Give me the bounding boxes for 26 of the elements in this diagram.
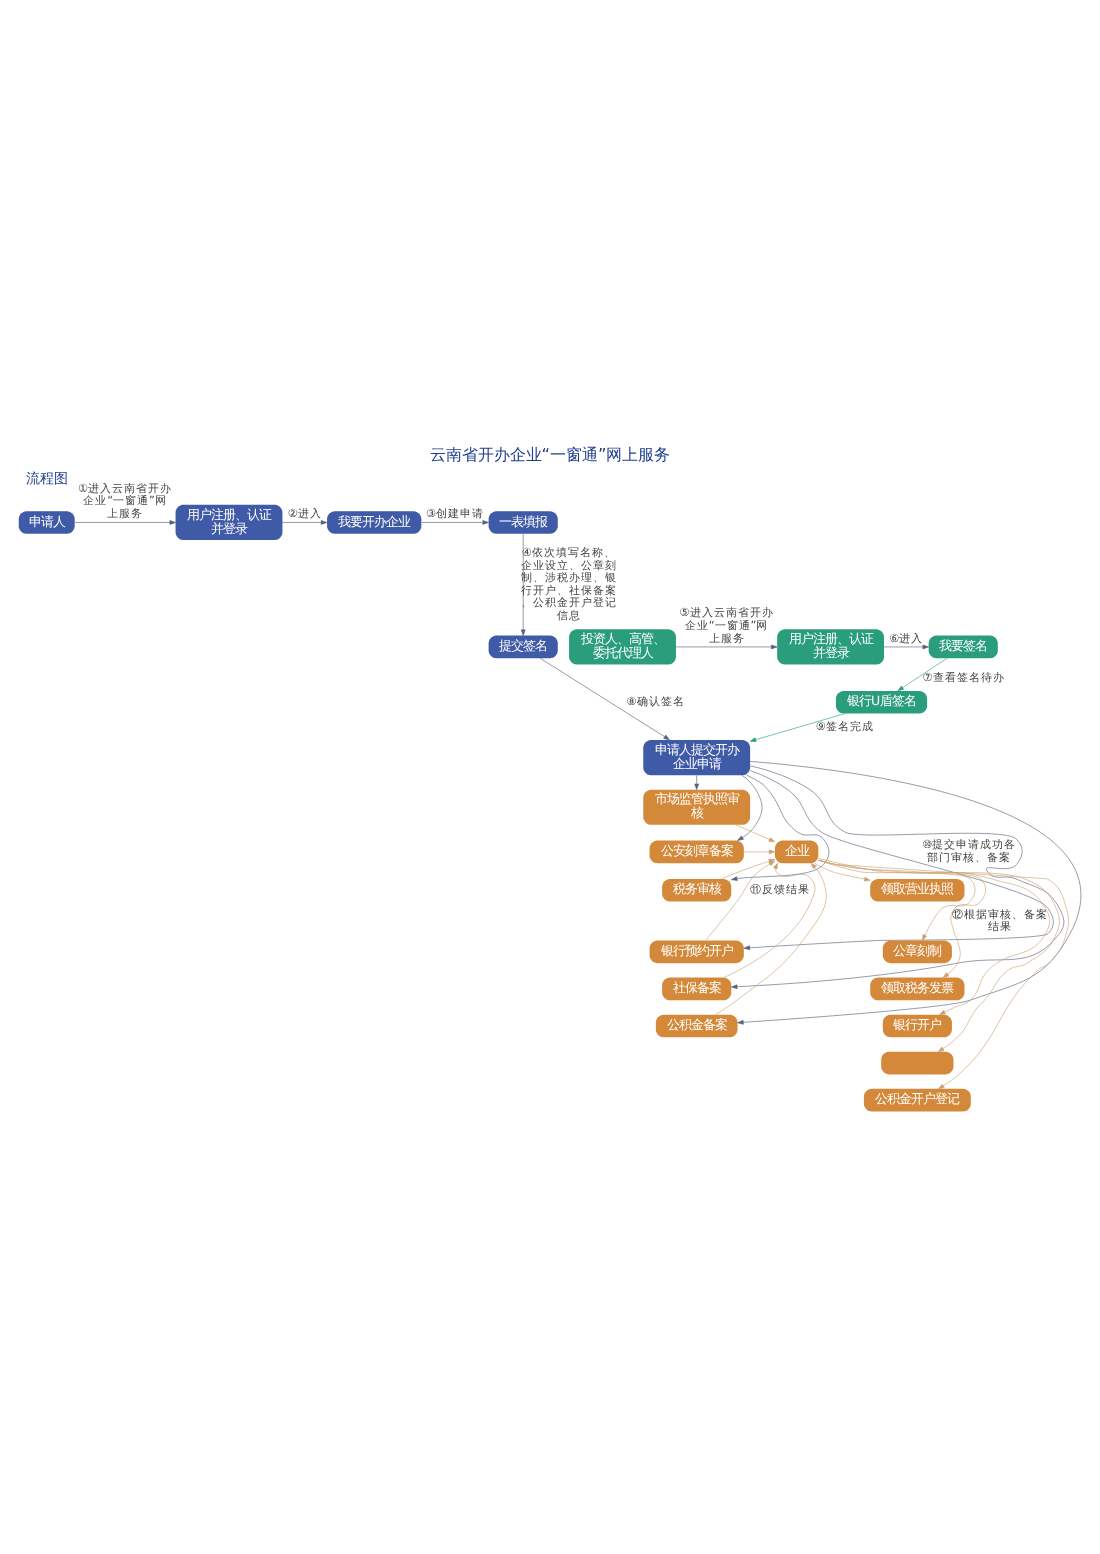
arrow	[818, 858, 1051, 1014]
arrow	[737, 760, 1081, 1024]
arrow	[694, 774, 699, 789]
arrow	[74, 519, 176, 524]
arrow	[818, 858, 1069, 1089]
arrow	[818, 858, 1060, 1052]
arrow	[749, 712, 846, 741]
arrow	[897, 657, 948, 691]
arrow	[421, 519, 489, 524]
arrow	[818, 857, 987, 977]
diagram-title: 云南省开办企业“一窗通”网上服务	[429, 443, 671, 464]
arrow	[539, 656, 670, 740]
arrow	[723, 861, 816, 977]
arrow	[737, 774, 763, 840]
arrow	[731, 764, 1065, 988]
node-box	[881, 1050, 954, 1074]
arrow	[818, 859, 976, 940]
arrow	[675, 643, 778, 649]
arrow	[743, 769, 1054, 950]
arrow	[282, 519, 328, 524]
arrow	[731, 773, 830, 880]
arrow	[883, 643, 929, 649]
arrow	[814, 861, 871, 881]
arrow	[735, 823, 776, 842]
arrow	[715, 862, 827, 1014]
arrow	[743, 848, 776, 854]
